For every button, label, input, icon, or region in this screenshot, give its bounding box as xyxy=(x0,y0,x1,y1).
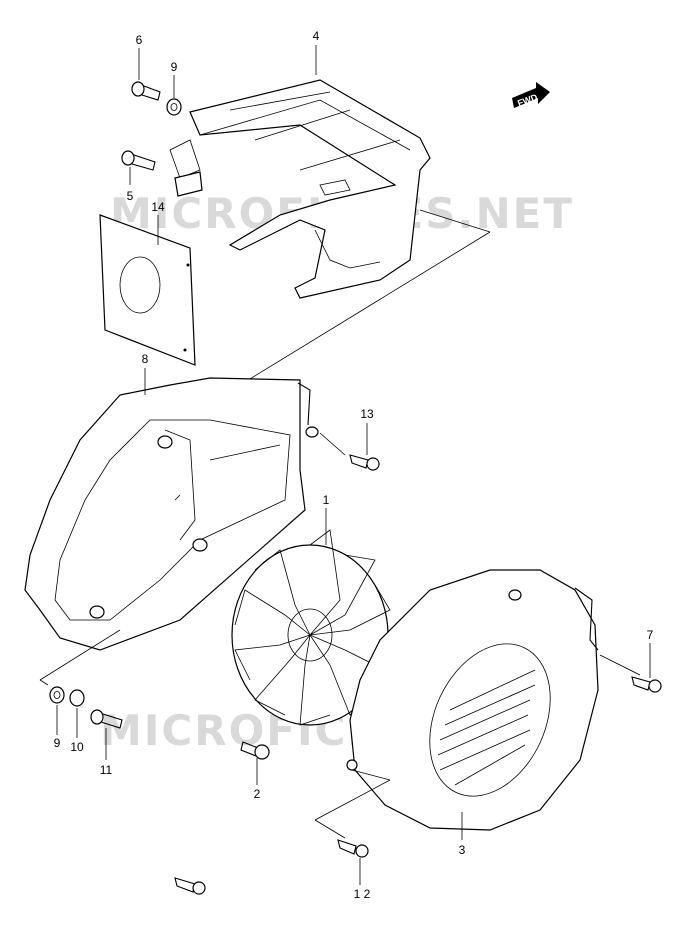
part-5-bolt xyxy=(121,150,156,185)
part-6-bolt xyxy=(131,48,161,101)
callout-9-top: 9 xyxy=(171,60,178,74)
callout-1: 1 xyxy=(323,493,330,507)
callout-13: 13 xyxy=(360,407,374,421)
fwd-arrow-icon: FWD xyxy=(512,82,550,108)
callout-4: 4 xyxy=(313,29,320,43)
part-10-washer xyxy=(69,689,85,738)
part-9-washer-top xyxy=(166,75,182,116)
callout-2: 2 xyxy=(254,787,261,801)
callout-11: 11 xyxy=(100,763,113,777)
fwd-label: FWD xyxy=(516,92,539,109)
callout-6: 6 xyxy=(136,33,143,47)
part-13-screw xyxy=(319,423,380,471)
callout-3: 3 xyxy=(459,843,466,857)
part-8-fan-shroud xyxy=(24,368,319,686)
part-11-bolt xyxy=(90,709,123,760)
part-12-screw xyxy=(337,839,369,885)
part-7-screw xyxy=(631,643,662,693)
part-14-insulator-plate xyxy=(99,214,196,366)
callout-5: 5 xyxy=(127,189,134,203)
part-9-washer-bottom xyxy=(49,686,65,735)
part-2-bolt xyxy=(240,741,270,785)
part-4-shroud-cover xyxy=(169,45,491,386)
callout-12: 1 2 xyxy=(354,887,371,901)
callout-7: 7 xyxy=(647,628,654,642)
callout-8: 8 xyxy=(142,352,149,366)
loose-bolt-bottom xyxy=(174,877,206,895)
callout-9-bottom: 9 xyxy=(54,736,61,750)
callout-14: 14 xyxy=(151,200,165,214)
part-3-fan-cover xyxy=(314,569,641,840)
callout-10: 10 xyxy=(70,740,84,754)
